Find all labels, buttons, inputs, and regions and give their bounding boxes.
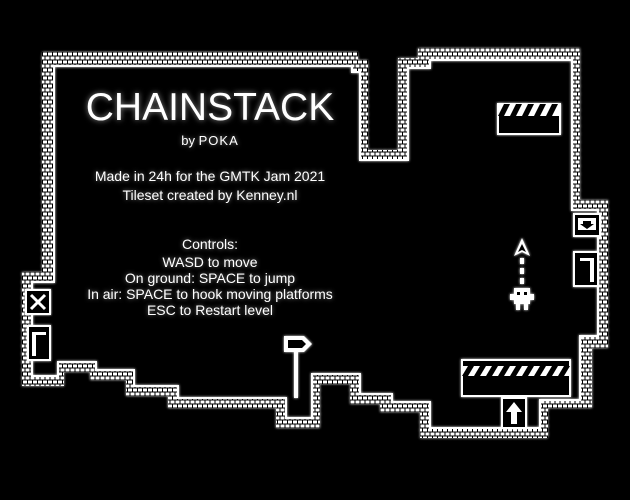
- up-arrow-spring-icon: [501, 397, 527, 429]
- door-icon: [27, 325, 51, 361]
- moving-platform-top: [497, 103, 561, 135]
- control-line: In air: SPACE to hook moving platforms: [87, 286, 333, 302]
- credit-tileset: Tileset created by Kenney.nl: [122, 187, 298, 203]
- player-icon: [510, 288, 534, 310]
- byline-prefix: by: [181, 133, 195, 148]
- control-line: ESC to Restart level: [146, 302, 274, 318]
- x-crate-icon: [25, 289, 51, 315]
- control-line: WASD to move: [162, 254, 258, 270]
- control-line: On ground: SPACE to jump: [124, 270, 296, 286]
- brick-wall: [22, 48, 608, 438]
- door-icon: [573, 251, 599, 287]
- arrow-signpost-icon: [284, 336, 312, 398]
- hook-arrow-icon: [514, 238, 530, 284]
- credit-jam: Made in 24h for the GMTK Jam 2021: [94, 168, 326, 184]
- moving-platform-bottom: [461, 359, 571, 397]
- controls-heading: Controls:: [181, 236, 239, 252]
- down-arrow-sign-icon: [573, 213, 601, 237]
- game-title: CHAINSTACK: [85, 86, 335, 129]
- byline: by POKA: [150, 133, 270, 148]
- author-logo: POKA: [198, 133, 239, 148]
